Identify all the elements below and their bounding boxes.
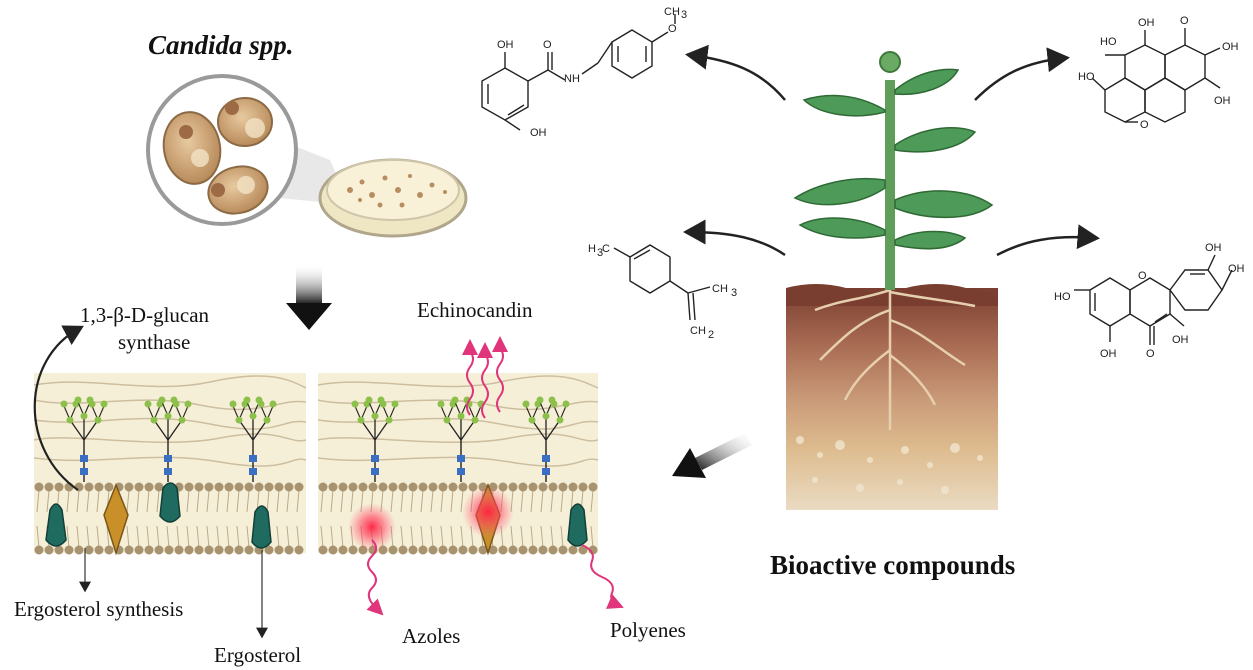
glucan-chain: [60, 396, 108, 482]
compound-3-structure: [613, 244, 711, 321]
subscript-3: 3: [597, 247, 603, 259]
glucan-synthase-protein: [103, 482, 129, 556]
o-label: O: [543, 39, 552, 51]
glucan-synthase-label-line1: 1,3-β-D-glucan: [80, 303, 210, 327]
azoles-label: Azoles: [402, 624, 461, 648]
plant-icon: [793, 51, 994, 290]
echinocandin-arrows: [462, 336, 508, 419]
bioactive-compounds-label: Bioactive compounds: [770, 550, 1016, 580]
ho-label: HO: [1100, 36, 1117, 48]
petri-dish-icon: [318, 158, 468, 238]
glucan-synthase-label-line2: synthase: [118, 330, 191, 354]
treatment-arrow-icon: [672, 433, 752, 478]
ergosterol-synthesis-label: Ergosterol synthesis: [14, 597, 184, 621]
nh-label: NH: [564, 73, 580, 85]
soil-icon: [786, 284, 998, 510]
azoles-arrow: [366, 539, 384, 616]
azole-target-glow: [348, 503, 396, 551]
polyenes-label: Polyenes: [610, 618, 686, 642]
o-label: O: [1180, 15, 1189, 27]
subscript-3: 3: [681, 9, 687, 21]
feedback-arrow: [33, 325, 84, 491]
o-label: O: [668, 23, 677, 35]
oh-label: OH: [1100, 348, 1117, 360]
oh-label: OH: [1138, 17, 1155, 29]
down-arrow-icon: [296, 265, 322, 305]
compound-2-structure: [1091, 28, 1221, 123]
ch3-label: CH: [664, 6, 680, 18]
ergosterol-label: Ergosterol: [214, 643, 302, 667]
cell-membrane-icon: [33, 373, 307, 556]
lipid-bilayer: [34, 482, 304, 555]
oh-label: OH: [1205, 242, 1222, 254]
o-label: O: [1138, 270, 1147, 282]
compound-1-structure: [481, 14, 676, 131]
ho-label: HO: [1078, 71, 1095, 83]
subscript-3: 3: [731, 287, 737, 299]
o-label: O: [1146, 348, 1155, 360]
ergosterol-synthesis-protein: [45, 503, 67, 547]
ch3-label: CH: [712, 283, 728, 295]
candida-title: Candida spp.: [148, 30, 294, 60]
ergosterol-molecule: [251, 505, 272, 549]
oh-label: OH: [530, 127, 547, 139]
h3c-label: H: [588, 243, 596, 255]
glucan-chain: [522, 396, 570, 482]
compound-4-structure: [1074, 254, 1233, 345]
roots: [814, 288, 976, 430]
echinocandin-label: Echinocandin: [417, 298, 533, 322]
c-label: C: [602, 243, 610, 255]
glucan-chain: [351, 396, 399, 482]
cell-membrane-treated-icon: [317, 373, 599, 556]
polyenes-arrow: [581, 544, 624, 609]
oh-label: OH: [1214, 95, 1231, 107]
ch2-label: CH: [690, 325, 706, 337]
compound-arrows: [683, 44, 1100, 257]
glucan-chain: [144, 396, 192, 482]
glucan-chain: [437, 396, 485, 482]
ho-label: HO: [1054, 291, 1071, 303]
yeast-cells-icon: [146, 74, 350, 226]
oh-label: OH: [1228, 263, 1245, 275]
glucan-chain: [229, 396, 277, 482]
oh-label: OH: [1172, 334, 1189, 346]
subscript-2: 2: [708, 329, 714, 341]
oh-label: OH: [497, 39, 514, 51]
oh-label: OH: [1222, 41, 1239, 53]
o-label: O: [1140, 119, 1149, 131]
